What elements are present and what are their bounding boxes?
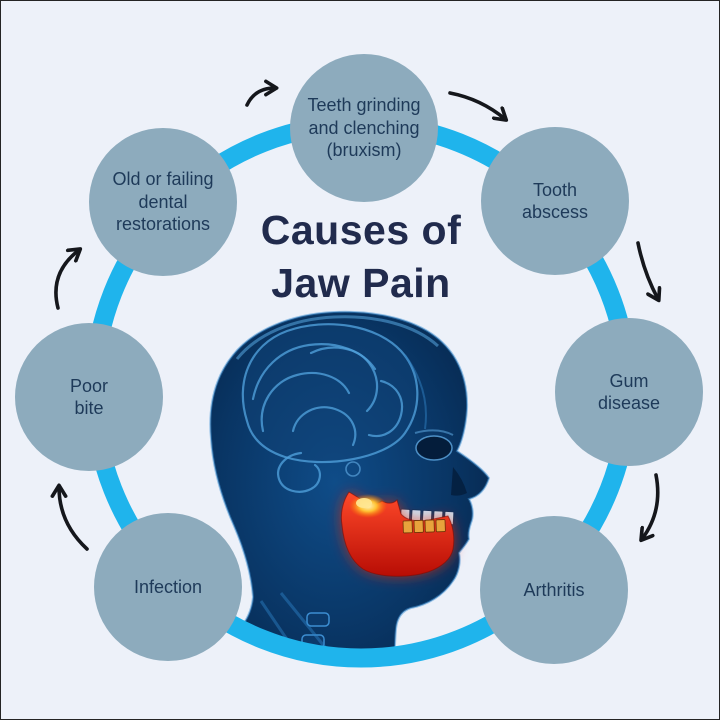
head-xray-illustration (207, 310, 491, 657)
cause-bubble-infection: Infection (94, 513, 242, 661)
cause-bubble-arthritis: Arthritis (480, 516, 628, 664)
cause-label: Gum disease (597, 370, 661, 414)
ear-canal (345, 461, 361, 477)
eye-socket (415, 435, 453, 461)
cause-bubble-gum-disease: Gum disease (555, 318, 703, 466)
flow-arrow (642, 473, 660, 539)
title-line-1: Causes of (260, 207, 462, 253)
cause-bubble-old-restorations: Old or failing dental restorations (89, 128, 237, 276)
skull-face-line (404, 354, 427, 430)
cause-label: Old or failing dental restorations (112, 169, 214, 235)
cause-label: Arthritis (523, 579, 585, 600)
flow-arrow (448, 91, 505, 119)
lower-teeth (402, 519, 446, 534)
cause-bubble-tooth-abscess: Tooth abscess (481, 127, 629, 275)
nasal-cavity (451, 467, 467, 496)
flow-arrow (54, 250, 79, 310)
flow-arrow (636, 241, 658, 299)
cause-label: Tooth abscess (521, 179, 589, 223)
brain-outline (241, 323, 419, 493)
cause-bubble-poor-bite: Poor bite (15, 323, 163, 471)
page-title: Causes of Jaw Pain (161, 204, 561, 311)
cause-label: Poor bite (69, 375, 109, 419)
jaw-joint-hotspot-core (356, 498, 372, 508)
cause-label: Infection (133, 576, 203, 597)
cause-label: Teeth grinding and clenching (bruxism) (307, 95, 421, 161)
cause-bubble-teeth-grinding: Teeth grinding and clenching (bruxism) (290, 54, 438, 202)
brow-line (414, 429, 454, 436)
title-line-2: Jaw Pain (271, 260, 451, 307)
cycle-arrows (54, 88, 660, 551)
flow-arrow (59, 487, 89, 551)
skull-rim-highlight (235, 315, 440, 360)
flow-arrow (245, 88, 275, 107)
